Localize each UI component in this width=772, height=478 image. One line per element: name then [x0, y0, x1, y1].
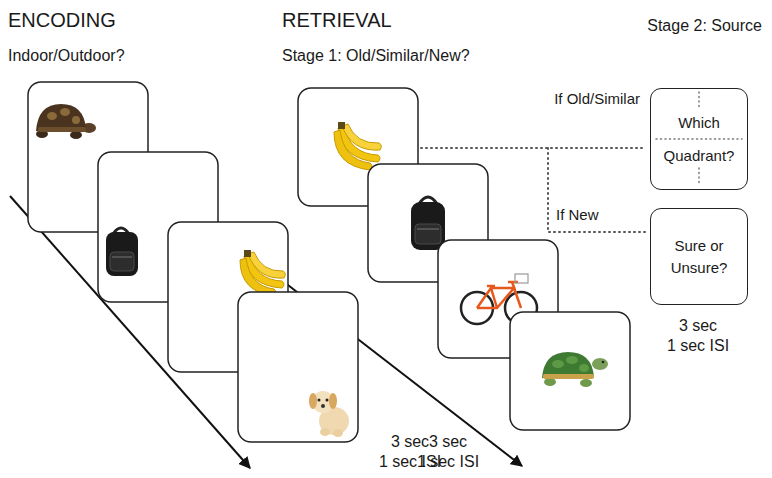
backpack-picture [411, 197, 445, 250]
backpack-pocket [415, 224, 441, 244]
turtle-head [592, 358, 608, 370]
card-frame [510, 312, 630, 430]
response-box: Which Quadrant? [650, 88, 748, 190]
shell-spot [72, 116, 80, 124]
puppy-eye [326, 399, 329, 402]
banana [342, 124, 381, 150]
timing-label: 3 sec [391, 432, 429, 451]
task-question: Stage 1: Old/Similar/New? [282, 46, 470, 65]
branch-label: If Old/Similar [554, 90, 640, 108]
image-card [238, 292, 358, 442]
box-text: Sure or Unsure? [671, 235, 728, 279]
response-box: Sure or Unsure? [650, 208, 748, 305]
shell-spot [566, 356, 578, 364]
section-heading: ENCODING [8, 8, 116, 32]
banana-stem [244, 250, 251, 257]
card-frame [238, 292, 358, 442]
turtle-shell [36, 104, 86, 131]
backpack-picture [106, 228, 138, 276]
bicycle-basket [515, 274, 528, 283]
shell-spot [579, 364, 589, 372]
puppy-ear [309, 393, 317, 409]
banana-stem [338, 122, 345, 129]
shell-spot [552, 360, 564, 368]
puppy-eye [318, 399, 321, 402]
task-question: Indoor/Outdoor? [8, 46, 125, 65]
timing-label: 3 sec [429, 432, 467, 451]
timing-label: 3 sec [679, 316, 717, 335]
banana [240, 258, 276, 296]
shell-spot [60, 108, 70, 116]
quadrant-divider [698, 168, 700, 186]
turtle-shell [542, 352, 594, 378]
branch-label: If New [556, 206, 599, 224]
bicycle-frame [477, 282, 521, 308]
puppy-paw [333, 429, 343, 437]
stage-heading: Stage 2: Source [647, 16, 762, 35]
timing-label: 1 sec ISI [417, 452, 479, 471]
zipper [417, 229, 439, 230]
quadrant-divider [698, 92, 700, 110]
timing-label: 1 sec ISI [667, 336, 729, 355]
turtle-picture [36, 104, 96, 139]
shell-spot [47, 112, 57, 120]
banana [334, 130, 372, 170]
turtle-picture [542, 352, 608, 387]
shell-rim [38, 127, 86, 132]
backpack-body [411, 202, 445, 250]
zipper [112, 257, 132, 258]
image-card [510, 312, 630, 430]
turtle-leg [544, 378, 556, 386]
turtle-eye [602, 361, 605, 364]
puppy-paw [320, 428, 330, 436]
banana [248, 252, 285, 278]
section-heading: RETRIEVAL [282, 8, 392, 32]
turtle-leg [580, 379, 592, 387]
puppy-nose [321, 404, 325, 408]
dotted-line [421, 147, 646, 149]
banana-picture [334, 122, 381, 170]
quadrant-divider [656, 138, 742, 140]
banana-picture [240, 250, 285, 296]
quadrant-grid [651, 89, 747, 189]
puppy-picture [309, 391, 349, 437]
turtle-leg [70, 131, 82, 139]
box-text: Which Quadrant? [664, 106, 735, 172]
dotted-line [548, 148, 646, 232]
backpack-body [106, 232, 138, 276]
backpack-pocket [110, 252, 134, 271]
shell-rim [543, 374, 594, 379]
puppy-ear [329, 393, 337, 409]
